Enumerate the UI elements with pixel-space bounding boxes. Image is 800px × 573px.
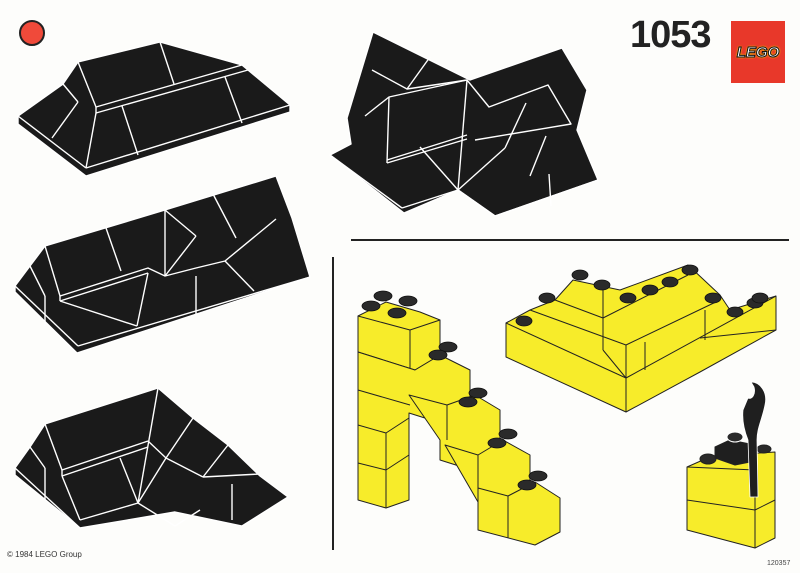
red-marker-dot bbox=[19, 20, 45, 46]
brick-stairs-model bbox=[357, 290, 561, 546]
brick-corner-wall-model bbox=[505, 264, 777, 413]
set-number: 1053 bbox=[630, 14, 712, 56]
part-number: 120357 bbox=[767, 560, 791, 567]
roof-model-1 bbox=[17, 41, 291, 177]
roof-model-2 bbox=[329, 31, 599, 217]
vertical-divider bbox=[332, 257, 334, 550]
horizontal-divider bbox=[351, 239, 789, 241]
logo-text: LEGO bbox=[736, 43, 780, 61]
roof-model-4 bbox=[14, 387, 289, 529]
brick-wrench-holder-model bbox=[686, 381, 776, 549]
roof-model-3 bbox=[14, 175, 311, 354]
lego-logo: LEGO bbox=[731, 21, 785, 83]
copyright-text: © 1984 LEGO Group bbox=[7, 550, 82, 559]
